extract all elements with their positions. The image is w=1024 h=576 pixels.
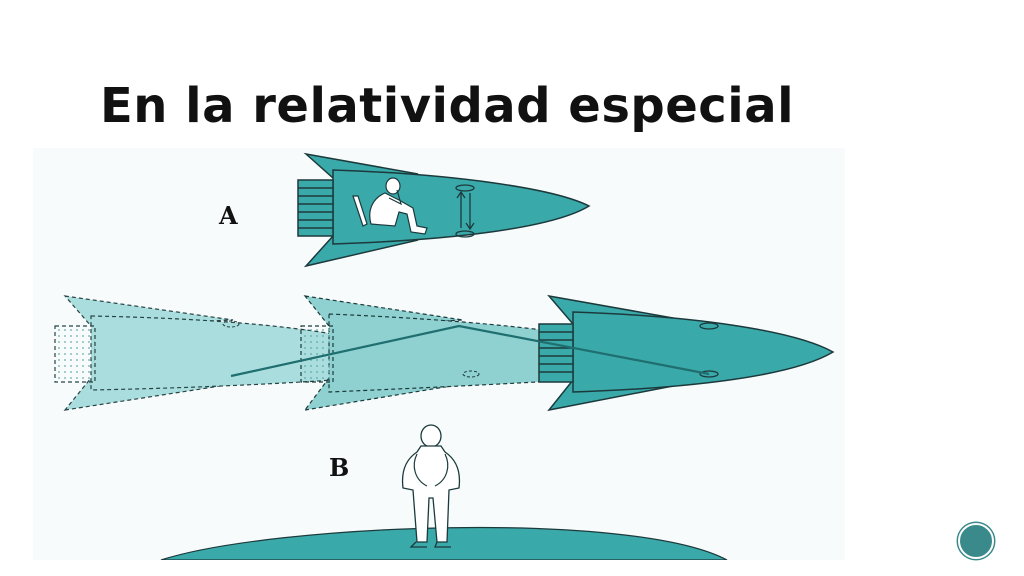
standing-observer-icon <box>401 424 461 548</box>
rocket-ghost-1-icon <box>54 295 334 411</box>
relativity-figure: A <box>33 148 845 560</box>
ground-arc-icon <box>160 526 728 560</box>
label-a: A <box>218 201 238 230</box>
rocket-moving-icon <box>538 294 835 412</box>
rocket-ghost-2-icon <box>300 295 574 411</box>
label-b: B <box>329 453 349 482</box>
rocket-a-icon <box>297 152 591 268</box>
light-path-line <box>230 324 710 378</box>
slide-title: En la relatividad especial <box>100 78 795 134</box>
seated-astronaut-icon <box>352 177 428 235</box>
page-number-badge <box>958 523 994 559</box>
